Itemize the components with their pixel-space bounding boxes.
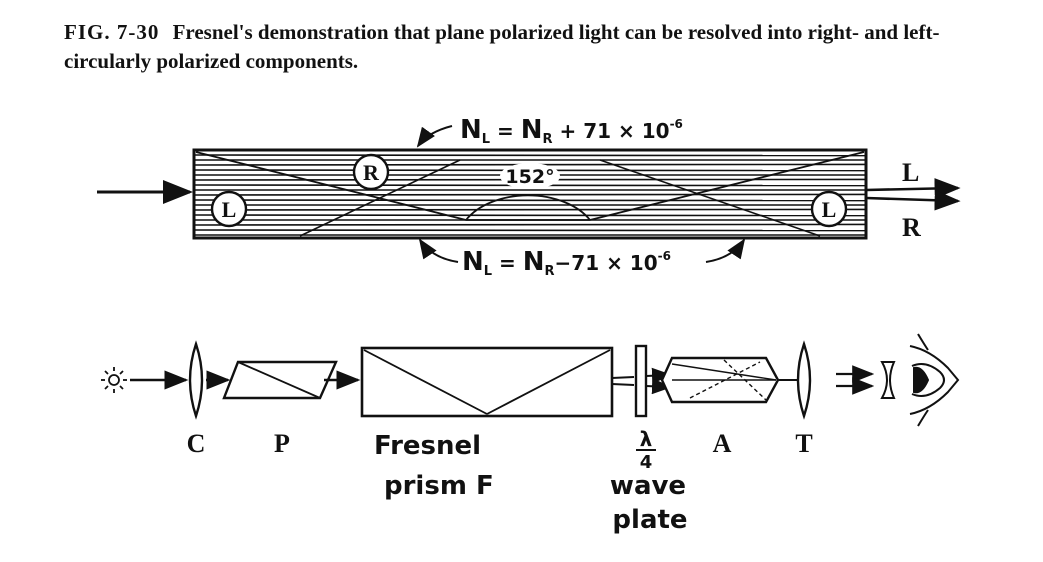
angle-label-bg bbox=[500, 163, 560, 189]
output-label-l: L bbox=[902, 158, 919, 187]
eq-bottom-exp: -6 bbox=[658, 249, 671, 263]
equation-bottom: NL = NR−71 × 10-6 bbox=[462, 247, 671, 279]
eq-bottom-rhs: N bbox=[523, 247, 545, 277]
label-t: T bbox=[795, 429, 812, 458]
label-c: C bbox=[187, 429, 206, 458]
eq-top-exp: -6 bbox=[670, 117, 683, 131]
circle-middle-r: R bbox=[352, 153, 390, 191]
beam-f-to-plate-upper bbox=[611, 376, 635, 379]
equation-top-arrow bbox=[416, 125, 453, 148]
angle-arc bbox=[465, 194, 591, 221]
prism-hatch-line bbox=[194, 154, 866, 157]
figure-caption: FIG. 7-30 Fresnel's demonstration that p… bbox=[64, 18, 1024, 76]
quarter-wave-plate bbox=[634, 344, 648, 418]
bottom-diagram: C P Fresnel prism F λ 4 wave plate A T bbox=[101, 333, 960, 535]
eq-bottom-rhs-sub: R bbox=[545, 264, 555, 279]
output-beam-r bbox=[865, 189, 961, 211]
label-fresnel-line1: Fresnel bbox=[374, 431, 481, 461]
prism-hatch-line bbox=[194, 208, 866, 211]
eye-icon bbox=[909, 333, 960, 427]
prism-hatch-line bbox=[194, 229, 866, 232]
output-label-r: R bbox=[902, 213, 921, 242]
top-diagram: 152° L R L L R NL = NR + 71 × 10-6 NL = … bbox=[97, 115, 961, 279]
eq-top-rhs: N bbox=[521, 115, 543, 145]
eq-bottom-lhs-sub: L bbox=[484, 264, 492, 279]
analyzer-prism-a bbox=[660, 356, 780, 404]
eq-top-rhs-sub: R bbox=[543, 132, 553, 147]
circle-left-l: L bbox=[210, 190, 248, 228]
eq-top-lhs: N bbox=[460, 115, 482, 145]
output-beam-l bbox=[865, 178, 961, 199]
condenser-lens-c bbox=[188, 340, 204, 420]
label-plate: plate bbox=[612, 505, 687, 535]
circle-right-l: L bbox=[810, 190, 848, 228]
eq-top-op: + 71 × 10 bbox=[553, 119, 670, 143]
eq-top-lhs-sub: L bbox=[482, 132, 490, 147]
eyepiece-lens bbox=[880, 361, 896, 399]
label-p: P bbox=[274, 429, 290, 458]
equation-top: NL = NR + 71 × 10-6 bbox=[460, 115, 683, 147]
circle-right-label: L bbox=[822, 197, 837, 222]
polarizer-prism-p bbox=[222, 360, 338, 400]
prism-outline bbox=[192, 148, 868, 240]
eq-bottom-lhs: N bbox=[462, 247, 484, 277]
equation-bottom-arrow-right bbox=[705, 238, 746, 263]
label-lambda: λ bbox=[640, 427, 653, 451]
eq-top-eq: = bbox=[490, 119, 521, 143]
prism-hatch-line bbox=[194, 214, 866, 217]
light-source-icon bbox=[101, 367, 127, 393]
circle-left-label: L bbox=[222, 197, 237, 222]
angle-label: 152° bbox=[505, 166, 554, 188]
eq-bottom-eq: = bbox=[492, 251, 523, 275]
prism-hatch-line bbox=[194, 223, 866, 226]
figure-number: FIG. 7-30 bbox=[64, 20, 160, 44]
equation-bottom-arrow-left bbox=[418, 238, 459, 263]
label-a: A bbox=[713, 429, 732, 458]
fresnel-prism-f bbox=[360, 346, 614, 418]
label-wave: wave bbox=[610, 471, 686, 501]
beam-f-to-plate-lower bbox=[611, 383, 635, 386]
telescope-lens-t bbox=[796, 340, 812, 420]
prism-hatch-line bbox=[194, 199, 866, 202]
eq-bottom-op: −71 × 10 bbox=[555, 251, 658, 275]
label-four: 4 bbox=[640, 452, 653, 473]
circle-middle-label: R bbox=[363, 160, 380, 185]
label-fresnel-line2: prism F bbox=[384, 471, 494, 501]
caption-text: Fresnel's demonstration that plane polar… bbox=[64, 20, 940, 73]
